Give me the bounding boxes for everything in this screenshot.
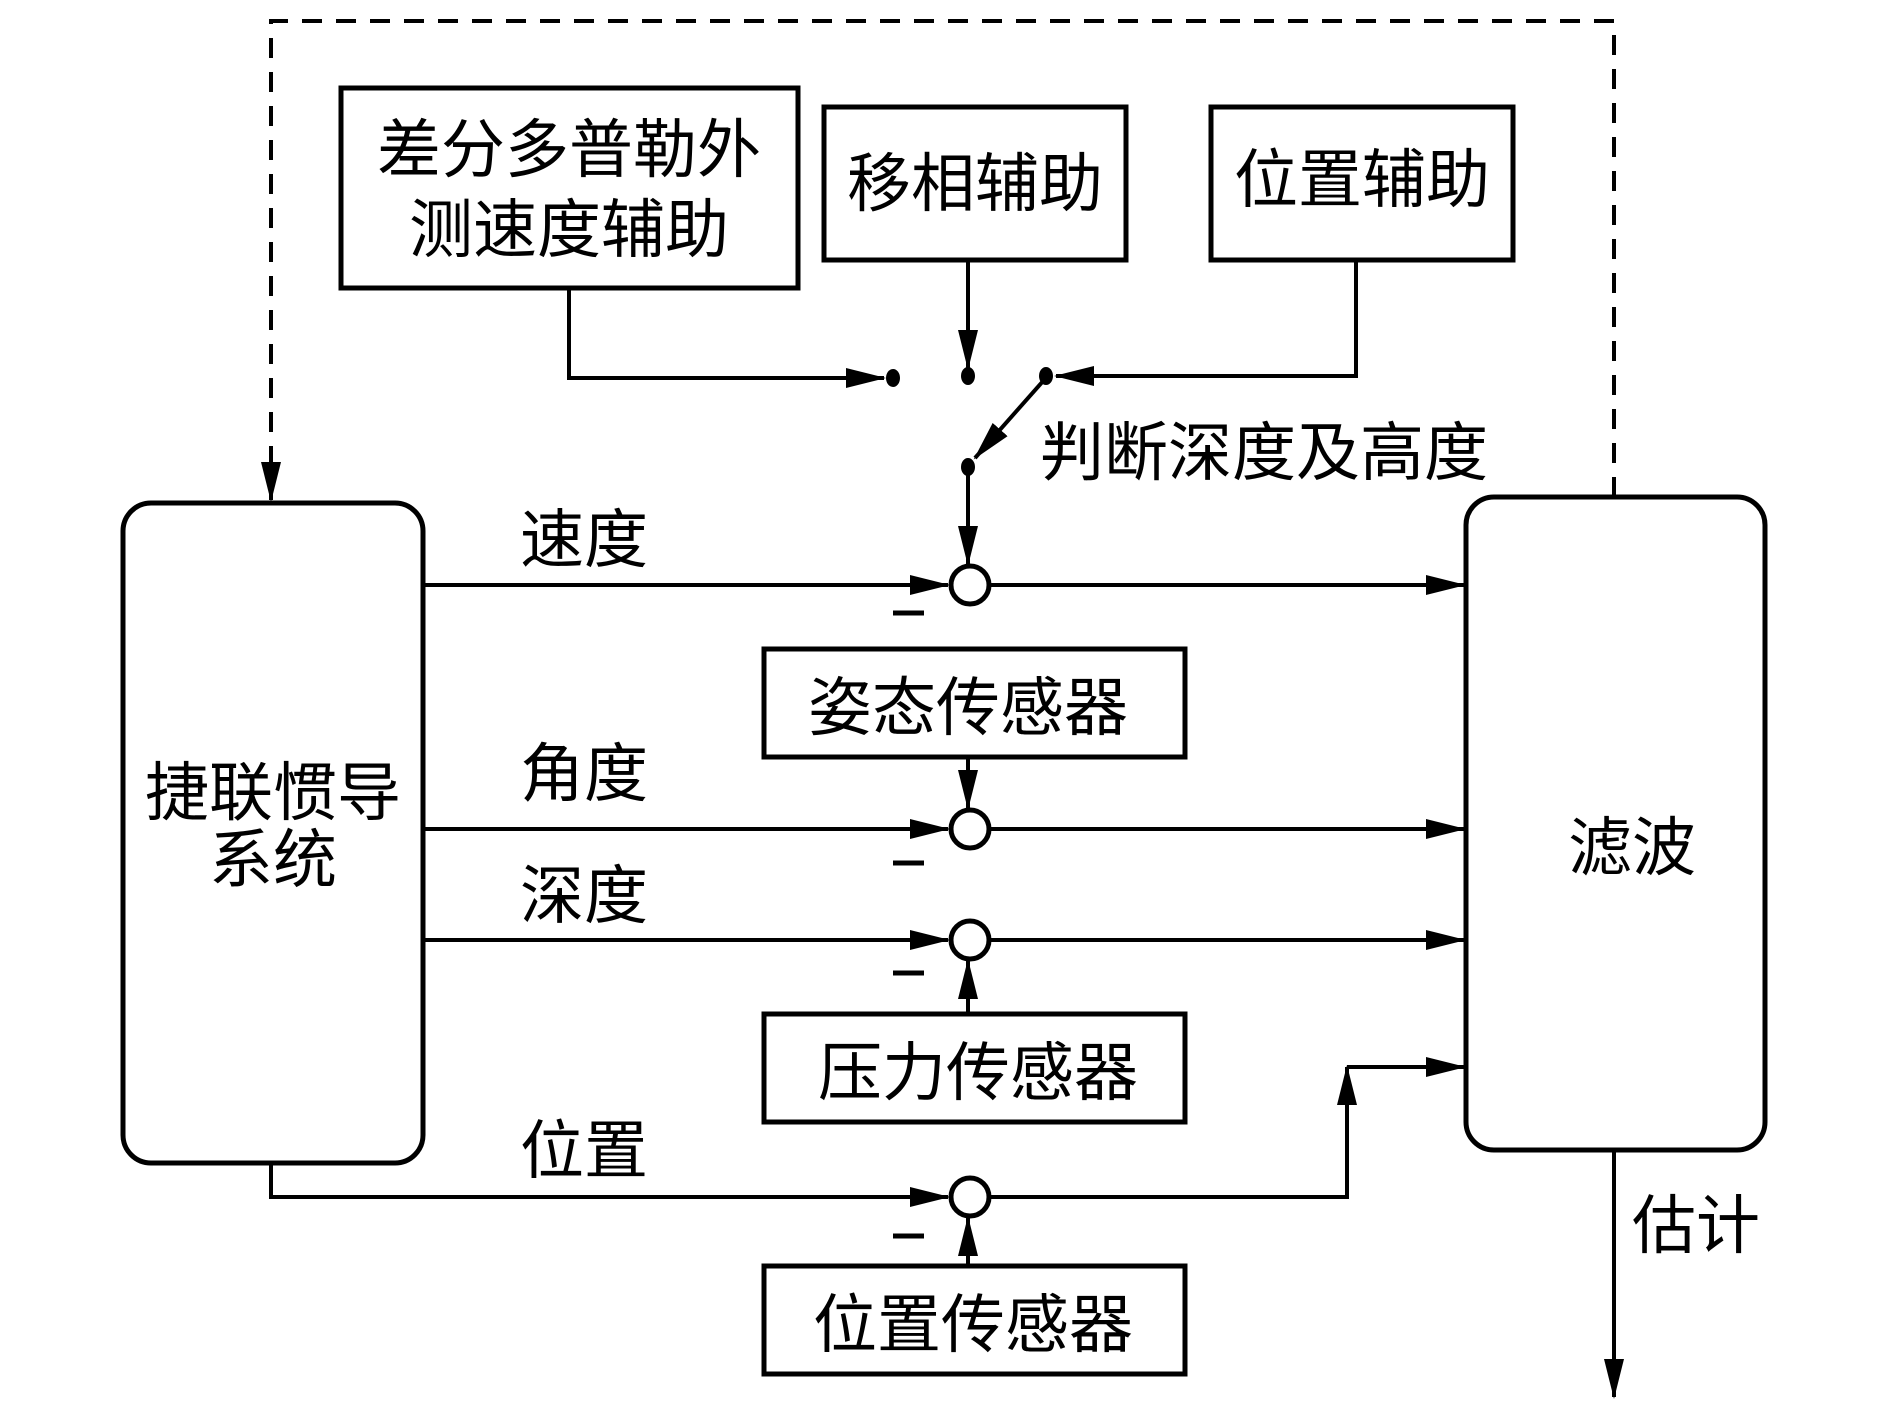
- doppler-aid-label-line2: 测速度辅助: [409, 194, 729, 268]
- filter-block: 滤波: [1463, 494, 1768, 1153]
- attitude-sensor-block: 姿态传感器: [761, 646, 1188, 760]
- position-aid-label: 位置辅助: [1234, 144, 1490, 218]
- position-aid-block: 位置辅助: [1208, 104, 1516, 263]
- depth-sum-node: [948, 918, 992, 962]
- velocity-sum-node: [948, 563, 992, 607]
- switch-contact-phase-shift: [961, 367, 975, 385]
- position-line-out: [989, 1065, 1357, 1199]
- attitude-sensor-label: 姿态传感器: [808, 672, 1128, 746]
- sins-label-line1: 捷联惯导: [145, 757, 401, 831]
- pressure-sensor-block: 压力传感器: [761, 1011, 1188, 1125]
- depth-label: 深度: [520, 860, 648, 934]
- doppler-aid-label-line1: 差分多普勒外: [377, 114, 761, 188]
- switch-contact-doppler: [886, 369, 900, 387]
- feedback-dashed-line: [261, 19, 1616, 502]
- switch-label: 判断深度及高度: [1040, 417, 1488, 491]
- sins-block: 捷联惯导 系统: [120, 500, 426, 1166]
- angle-sum-node: [948, 807, 992, 851]
- doppler-to-switch-line: [567, 288, 886, 388]
- position-aid-to-switch-line: [1054, 260, 1358, 386]
- angle-label: 角度: [520, 738, 648, 812]
- position-sum-node: [948, 1175, 992, 1219]
- position-line-in: [269, 1163, 950, 1207]
- velocity-label: 速度: [520, 504, 648, 578]
- switch-arm: [973, 378, 1046, 460]
- position-sensor-block: 位置传感器: [761, 1263, 1188, 1377]
- position-label: 位置: [520, 1115, 648, 1189]
- filter-label: 滤波: [1568, 812, 1696, 886]
- position-sensor-label: 位置传感器: [813, 1289, 1133, 1363]
- pressure-sensor-label: 压力传感器: [818, 1037, 1138, 1111]
- phase-shift-aid-label: 移相辅助: [847, 148, 1103, 222]
- sins-label-line2: 系统: [209, 824, 337, 898]
- phase-shift-aid-block: 移相辅助: [821, 104, 1129, 263]
- estimate-label: 估计: [1632, 1190, 1760, 1264]
- doppler-aid-block: 差分多普勒外 测速度辅助: [338, 85, 801, 291]
